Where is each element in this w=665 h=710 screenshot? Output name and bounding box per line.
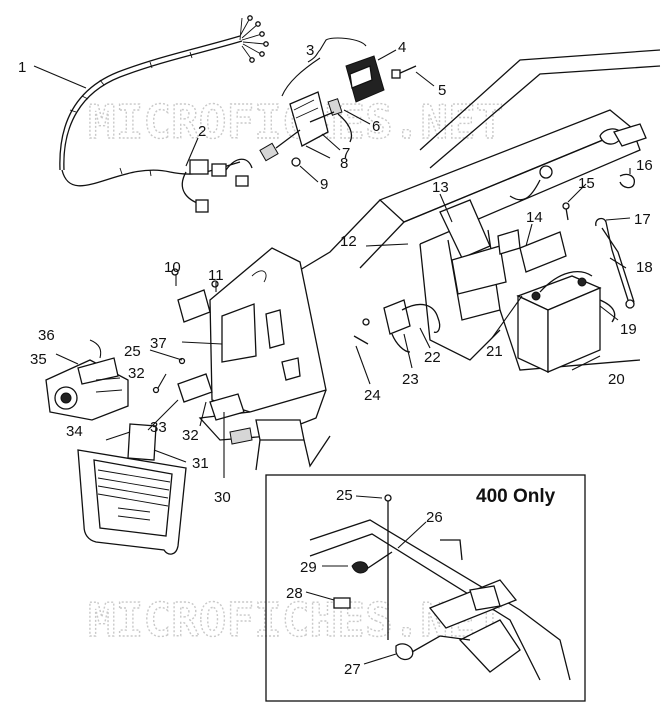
battery-strap — [562, 173, 635, 309]
callout-29: 29 — [300, 559, 317, 576]
callout-34: 34 — [66, 423, 83, 440]
callout-37: 37 — [150, 335, 167, 352]
callout-4: 4 — [398, 39, 406, 56]
callout-21: 21 — [486, 343, 503, 360]
callout-36: 36 — [38, 327, 55, 344]
callout-6: 6 — [372, 118, 380, 135]
relay — [353, 299, 441, 353]
callout-33: 33 — [150, 419, 167, 436]
callout-22: 22 — [424, 349, 441, 366]
callout-26: 26 — [426, 509, 443, 526]
callout-35: 35 — [30, 351, 47, 368]
callout-20: 20 — [608, 371, 625, 388]
inset-400-only: 400 Only — [265, 474, 586, 702]
leader-lines — [33, 37, 631, 665]
callout-25: 25 — [124, 343, 141, 360]
callout-9: 9 — [320, 176, 328, 193]
callout-32-right: 32 — [182, 427, 199, 444]
grille — [77, 423, 187, 555]
inset-title: 400 Only — [476, 486, 556, 507]
callout-10: 10 — [164, 259, 181, 276]
callout-19: 19 — [620, 321, 637, 338]
headlight — [45, 357, 129, 421]
callout-30: 30 — [214, 489, 231, 506]
front-panel — [152, 247, 331, 471]
callout-1: 1 — [18, 59, 26, 76]
callout-5: 5 — [438, 82, 446, 99]
callout-16: 16 — [636, 157, 653, 174]
callout-numbers: 1 2 3 4 5 6 7 8 9 10 11 12 13 14 15 16 1… — [18, 39, 653, 678]
callout-13: 13 — [432, 179, 449, 196]
callout-11: 11 — [208, 267, 224, 284]
callout-14: 14 — [526, 209, 543, 226]
callout-3: 3 — [306, 42, 314, 59]
callout-2: 2 — [198, 123, 206, 140]
callout-27: 27 — [344, 661, 361, 678]
callout-15: 15 — [578, 175, 595, 192]
callout-18: 18 — [636, 259, 653, 276]
tail-light-assembly — [259, 55, 417, 167]
callout-23: 23 — [402, 371, 419, 388]
callout-25-inset: 25 — [336, 487, 353, 504]
callout-24: 24 — [364, 387, 381, 404]
callout-7: 7 — [342, 145, 350, 162]
battery — [516, 231, 616, 374]
callout-12: 12 — [340, 233, 357, 250]
callout-32-left: 32 — [128, 365, 145, 382]
callout-8: 8 — [340, 155, 348, 172]
frame — [299, 49, 661, 371]
wiring-harness — [59, 15, 269, 213]
callout-28: 28 — [286, 585, 303, 602]
callout-31: 31 — [192, 455, 209, 472]
callout-17: 17 — [634, 211, 651, 228]
